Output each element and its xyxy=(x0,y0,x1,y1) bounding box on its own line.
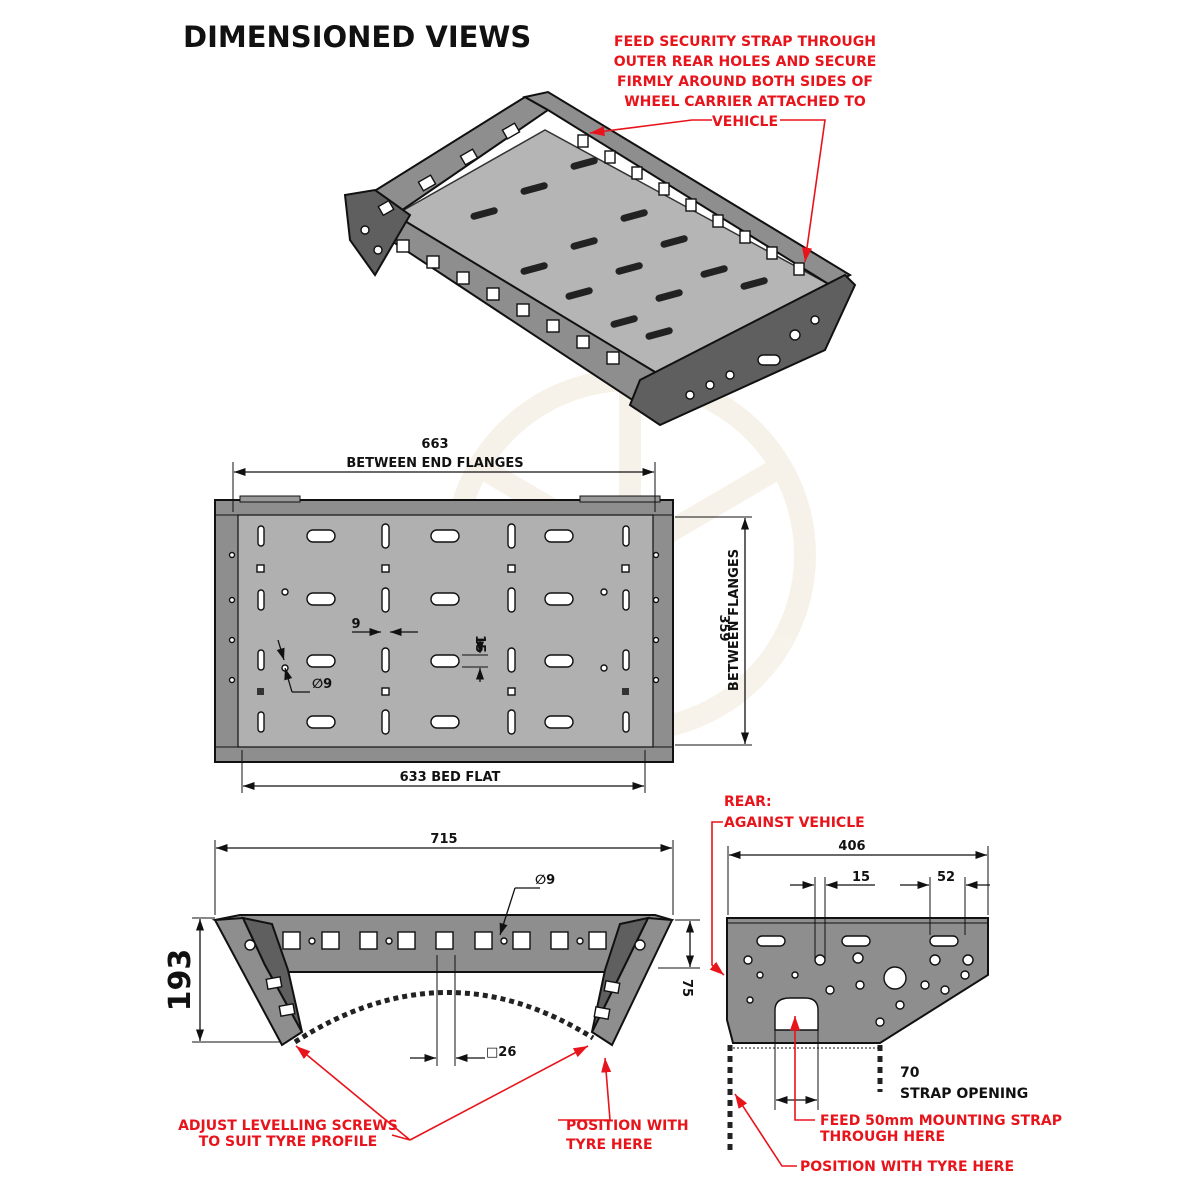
note-line: FEED SECURITY STRAP THROUGH xyxy=(614,34,876,50)
note-position-line: TYRE HERE xyxy=(566,1137,653,1153)
dim-front-hole-dia: ∅9 xyxy=(535,873,555,888)
dim-slot-width: 9 xyxy=(351,617,360,632)
front-view xyxy=(211,914,675,1047)
side-view xyxy=(726,917,989,1150)
plan-view xyxy=(214,495,674,763)
dim-flange-height: 75 xyxy=(679,979,694,997)
note-feed-line: FEED 50mm MOUNTING STRAP xyxy=(820,1113,1062,1129)
note-adjust-line: ADJUST LEVELLING SCREWS xyxy=(178,1118,398,1134)
security-strap-note: FEED SECURITY STRAP THROUGH OUTER REAR H… xyxy=(589,34,877,263)
dim-end-flanges-label: BETWEEN END FLANGES xyxy=(346,456,523,471)
dim-hole-dia: ∅9 xyxy=(312,677,332,692)
front-dimensions: 715 193 75 ∅9 □26 xyxy=(163,832,700,1066)
dim-flanges-label: BETWEEN FLANGES xyxy=(727,549,742,691)
plan-dimensions: 663 BETWEEN END FLANGES 359 BETWEEN FLAN… xyxy=(232,437,752,793)
dim-slot-height: 15 xyxy=(472,635,487,653)
page-title: DIMENSIONED VIEWS xyxy=(183,20,531,54)
dim-depth: 406 xyxy=(838,839,865,854)
front-notes: ADJUST LEVELLING SCREWS TO SUIT TYRE PRO… xyxy=(178,1045,689,1153)
note-feed-line: THROUGH HERE xyxy=(820,1129,945,1145)
isometric-view xyxy=(343,90,857,427)
note-position-side: POSITION WITH TYRE HERE xyxy=(800,1159,1014,1175)
note-line: OUTER REAR HOLES AND SECURE xyxy=(614,54,877,70)
note-line: WHEEL CARRIER ATTACHED TO xyxy=(624,94,866,110)
dim-hole-width: 52 xyxy=(937,870,955,885)
dim-bed-flat: 633 BED FLAT xyxy=(400,770,501,785)
side-dimensions: 406 15 52 70 STRAP OPENING xyxy=(727,839,1028,1110)
note-rear-line: REAR: xyxy=(724,794,772,810)
dim-strap-value: 70 xyxy=(900,1065,920,1081)
dim-strap-label: STRAP OPENING xyxy=(900,1086,1028,1102)
side-notes: REAR: AGAINST VEHICLE FEED 50mm MOUNTING… xyxy=(709,794,1062,1175)
dim-square-hole: □26 xyxy=(486,1045,516,1060)
note-adjust-line: TO SUIT TYRE PROFILE xyxy=(199,1134,378,1150)
note-line: FIRMLY AROUND BOTH SIDES OF xyxy=(617,74,873,90)
note-rear-line: AGAINST VEHICLE xyxy=(724,815,865,831)
dim-flanges-value: 359 xyxy=(716,614,731,641)
dim-hole-spacing: 15 xyxy=(852,870,870,885)
note-position-line: POSITION WITH xyxy=(566,1118,689,1134)
dim-overall-width: 715 xyxy=(430,832,457,847)
dim-end-flanges-value: 663 xyxy=(421,437,448,452)
dim-height: 193 xyxy=(163,949,198,1012)
note-line: VEHICLE xyxy=(712,114,778,130)
